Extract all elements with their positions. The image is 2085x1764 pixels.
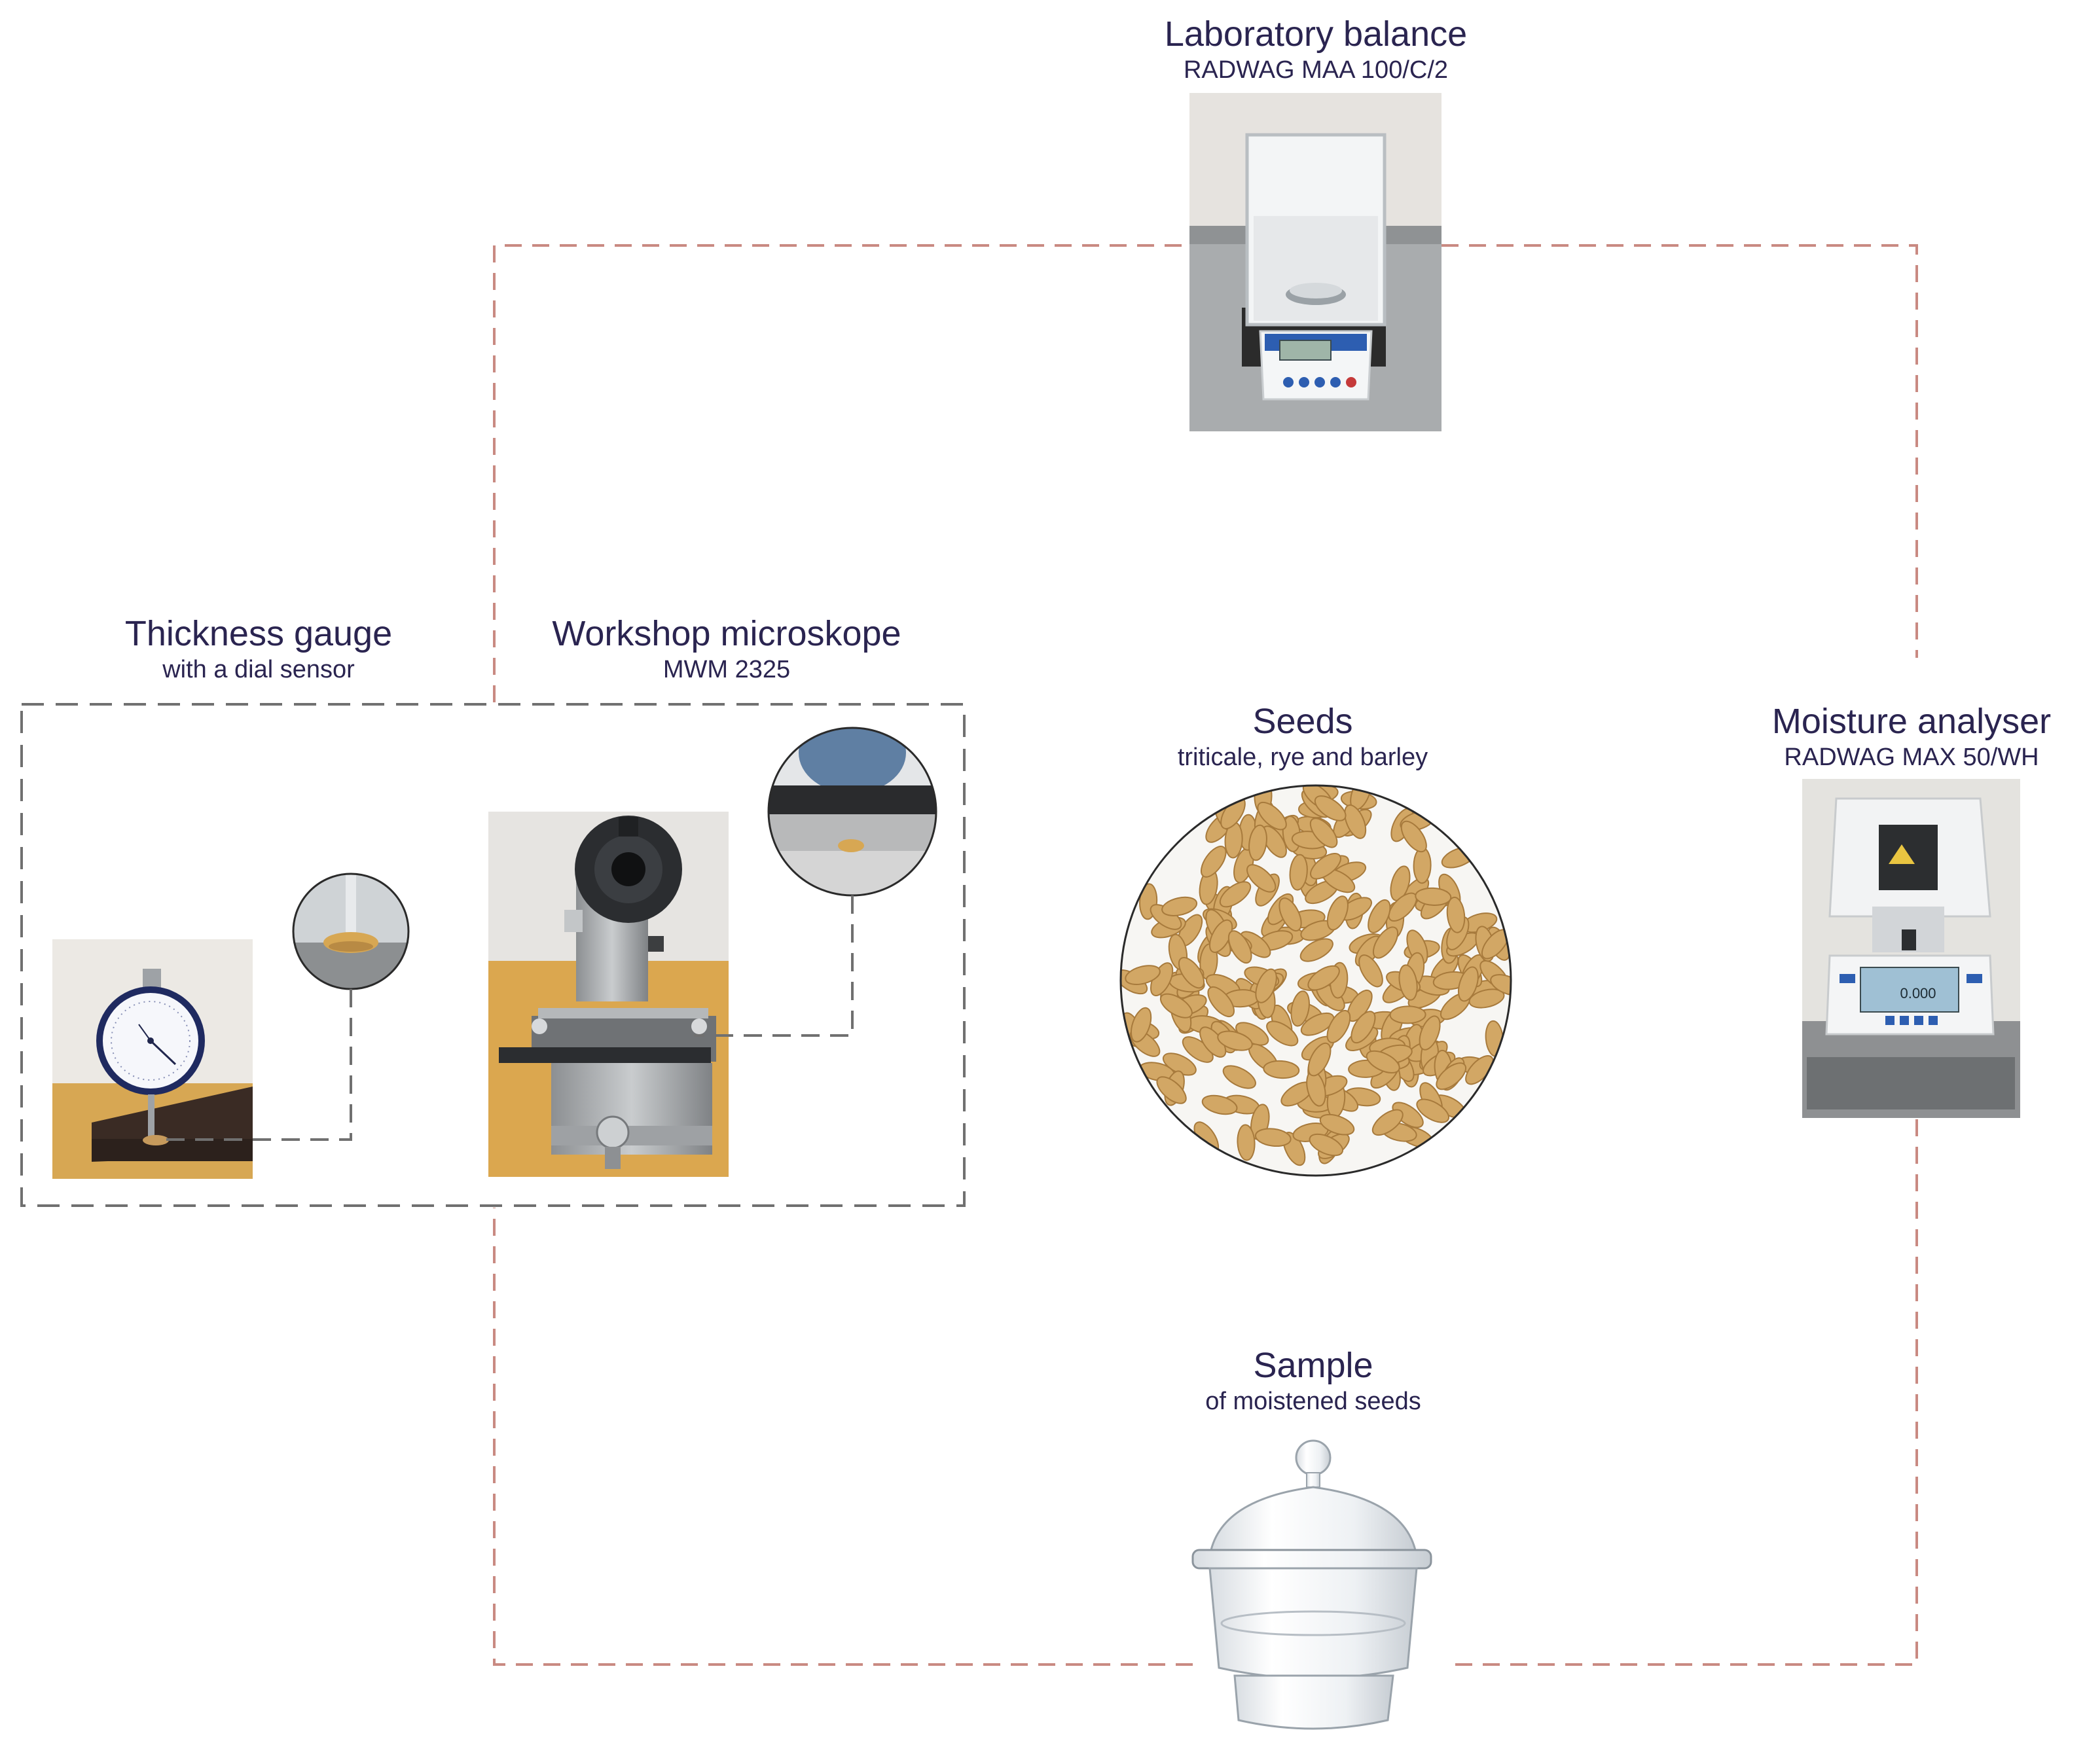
seed-grain <box>1372 926 1399 959</box>
microscope-subtitle: MWM 2325 <box>662 656 791 683</box>
seed-grain <box>1201 846 1227 878</box>
seed-grain <box>1263 1060 1300 1079</box>
seed-grain <box>1344 804 1367 839</box>
sample-subtitle: of moistened seeds <box>1205 1388 1421 1415</box>
seed-grain <box>1390 865 1411 901</box>
seed-grain <box>1309 818 1338 848</box>
seed-grain <box>1161 896 1198 916</box>
seed-grain <box>1309 1133 1344 1157</box>
seed-grain <box>1415 887 1452 906</box>
seed-grain <box>1319 1113 1355 1136</box>
seed-grain <box>1255 968 1277 1003</box>
seed-grain <box>1300 1012 1335 1036</box>
balance-title: Laboratory balance <box>1164 14 1468 54</box>
seeds-label: Seeds triticale, rye and barley <box>1106 700 1499 772</box>
seed-grain <box>1400 820 1427 853</box>
link-moisture-sample <box>1455 1119 1918 1666</box>
seed-grain <box>1419 1015 1441 1051</box>
seed-grain <box>1217 1030 1253 1051</box>
microscope-title: Workshop microskope <box>552 614 901 653</box>
seed-grain <box>1457 966 1479 1002</box>
seed-grain <box>1178 957 1205 989</box>
seed-grain <box>1446 896 1466 933</box>
seed-grain <box>1398 964 1418 1001</box>
seed-grain <box>1278 897 1302 932</box>
seed-grain <box>1416 1098 1449 1123</box>
thickness-gauge-title: Thickness gauge <box>124 614 393 653</box>
thickness-gauge-photo <box>52 939 253 1179</box>
seed-grain <box>1326 895 1349 931</box>
seed-grain <box>1222 1065 1256 1089</box>
seed-grain <box>1358 954 1383 988</box>
seed-grain <box>1156 1076 1187 1104</box>
seed-grain <box>1246 864 1277 893</box>
seed-grain <box>1468 988 1505 1009</box>
seed-grain <box>1201 1094 1238 1115</box>
seed-grain <box>1261 825 1287 858</box>
seed-grain <box>1266 1020 1299 1047</box>
seed-grains <box>1121 785 1511 1166</box>
seed-grain <box>1219 881 1252 908</box>
thickness-gauge-label: Thickness gauge with a dial sensor <box>62 613 455 685</box>
seed-grain <box>1326 1009 1351 1043</box>
seeds-subtitle: triticale, rye and barley <box>1177 744 1428 771</box>
seed-grain <box>1125 965 1161 985</box>
seed-grain <box>1299 938 1333 962</box>
seeds-photo <box>1119 784 1512 1177</box>
desiccator-photo <box>1191 1439 1432 1730</box>
zoom-connectors <box>157 895 854 1141</box>
microscope-label: Workshop microskope MWM 2325 <box>498 613 956 685</box>
seed-grain <box>1307 965 1340 991</box>
balance-label: Laboratory balance RADWAG MAA 100/C/2 <box>1119 13 1512 85</box>
seed-grain <box>1248 824 1267 861</box>
connection-lines <box>493 244 1918 1666</box>
seed-grain <box>1159 993 1193 1018</box>
link-sample-gauge <box>493 1208 1193 1666</box>
seed-grain <box>1237 1124 1256 1161</box>
seed-grain <box>1436 1062 1467 1090</box>
seed-grain <box>1366 1050 1400 1074</box>
moisture-analyser-label: Moisture analyser RADWAG MAX 50/WH <box>1715 700 2085 772</box>
moisture-display-reading: 0.000 <box>1900 985 1936 1001</box>
seed-grain <box>1413 847 1432 884</box>
seed-grain <box>1371 1109 1404 1136</box>
seed-grain <box>1310 853 1341 880</box>
seed-grain <box>1130 1007 1152 1043</box>
instrument-group-box <box>20 703 966 1207</box>
link-microscope-balance <box>493 244 1190 702</box>
seed-grain <box>1289 854 1308 891</box>
seed-grain <box>1290 990 1310 1027</box>
seed-grain <box>1351 1011 1376 1044</box>
sample-title: Sample <box>1253 1346 1373 1385</box>
moisture-analyser-title: Moisture analyser <box>1771 702 2052 741</box>
link-balance-moisture <box>1441 244 1918 658</box>
moisture-analyser-subtitle: RADWAG MAX 50/WH <box>1784 744 2039 771</box>
balance-photo <box>1189 93 1441 431</box>
seed-grain <box>1392 1102 1424 1128</box>
gauge-zoom-connector <box>157 989 352 1141</box>
thickness-gauge-zoom <box>292 873 410 990</box>
seed-grain <box>1307 1042 1332 1077</box>
seed-grain <box>1207 986 1235 1018</box>
microscope-zoom <box>767 727 937 897</box>
sample-label: Sample of moistened seeds <box>1117 1344 1510 1416</box>
microscope-zoom-connector <box>694 895 854 1037</box>
seeds-title: Seeds <box>1252 702 1353 741</box>
moisture-analyser-photo: 0.000 <box>1802 779 2020 1118</box>
seed-grain <box>1368 899 1391 933</box>
balance-subtitle: RADWAG MAA 100/C/2 <box>1183 56 1449 84</box>
seed-grain <box>1254 1128 1292 1147</box>
thickness-gauge-subtitle: with a dial sensor <box>162 656 355 683</box>
seed-grain <box>1227 930 1252 964</box>
seed-grain <box>1389 1005 1426 1024</box>
seed-grain <box>1257 801 1287 831</box>
seed-grain <box>1314 795 1347 821</box>
microscope-photo <box>488 812 729 1177</box>
